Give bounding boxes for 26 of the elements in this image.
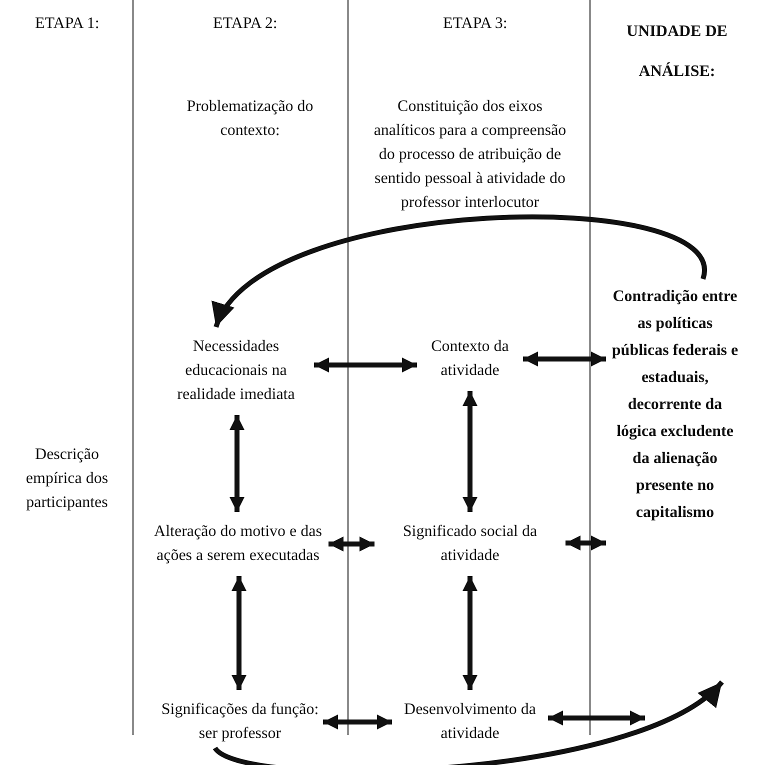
- curved-arrow: [214, 680, 724, 765]
- concept-text: Desenvolvimento da atividade: [395, 698, 545, 746]
- stage-description: Problematização do contexto:: [186, 97, 314, 141]
- double-arrow: [548, 710, 645, 726]
- concept-text: Alteração do motivo e das ações a serem executadas: [150, 520, 326, 568]
- stage-description: Constituição dos eixos analíticos para a compreensão do processo de atribuição de sentido pessoal à atividade do professor interlocutor: [372, 97, 568, 213]
- concept-text: Significações da função: ser professor: [160, 698, 320, 746]
- row-label: Descrição empírica dos participantes: [24, 445, 110, 513]
- double-arrow: [566, 536, 606, 550]
- curved-arrow: [214, 214, 706, 328]
- double-arrow: [328, 536, 374, 552]
- concept-text: Contexto da atividade: [420, 335, 520, 383]
- double-arrow: [232, 576, 246, 690]
- column-heading: ETAPA 1:: [35, 14, 100, 34]
- concept-text: Contradição entre as políticas públicas federais e estaduais, decorrente da lógica excludente da alienação presente no capitalismo: [609, 283, 741, 553]
- column-heading: ETAPA 2:: [213, 14, 278, 34]
- double-arrow: [323, 714, 392, 730]
- double-arrow: [314, 358, 417, 372]
- double-arrow: [462, 391, 478, 512]
- double-arrow: [523, 352, 606, 366]
- column-heading: UNIDADE DE ANÁLISE:: [626, 22, 728, 82]
- concept-text: Necessidades educacionais na realidade imediata: [161, 335, 311, 407]
- concept-text: Significado social da atividade: [378, 520, 562, 568]
- double-arrow: [462, 576, 478, 690]
- column-heading: ETAPA 3:: [443, 14, 508, 34]
- double-arrow: [230, 415, 244, 512]
